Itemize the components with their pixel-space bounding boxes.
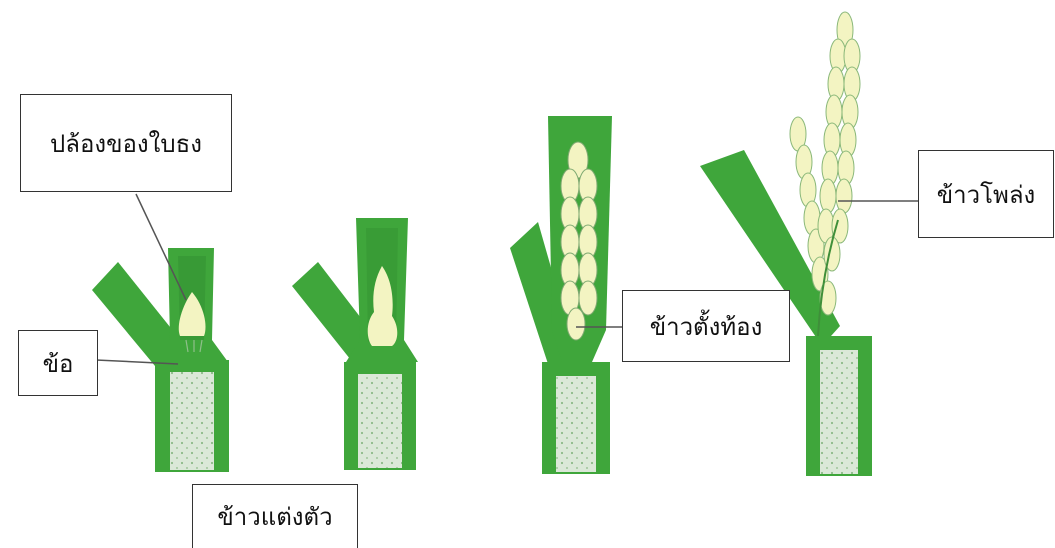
label-peduncle-node: ปล้องของใบธง [20, 94, 232, 192]
label-heading: ข้าวโพล่ง [918, 150, 1054, 238]
label-booting: ข้าวตั้งท้อง [622, 290, 790, 362]
label-panicle-initiation: ข้าวแต่งตัว [192, 484, 358, 548]
label-node: ข้อ [18, 330, 98, 396]
stage-3-stem [510, 116, 612, 474]
stage-2-stem [292, 218, 418, 470]
stage-1-stem [92, 248, 229, 472]
stage-3-panicle [561, 142, 597, 340]
stage-4-stem [700, 12, 872, 476]
